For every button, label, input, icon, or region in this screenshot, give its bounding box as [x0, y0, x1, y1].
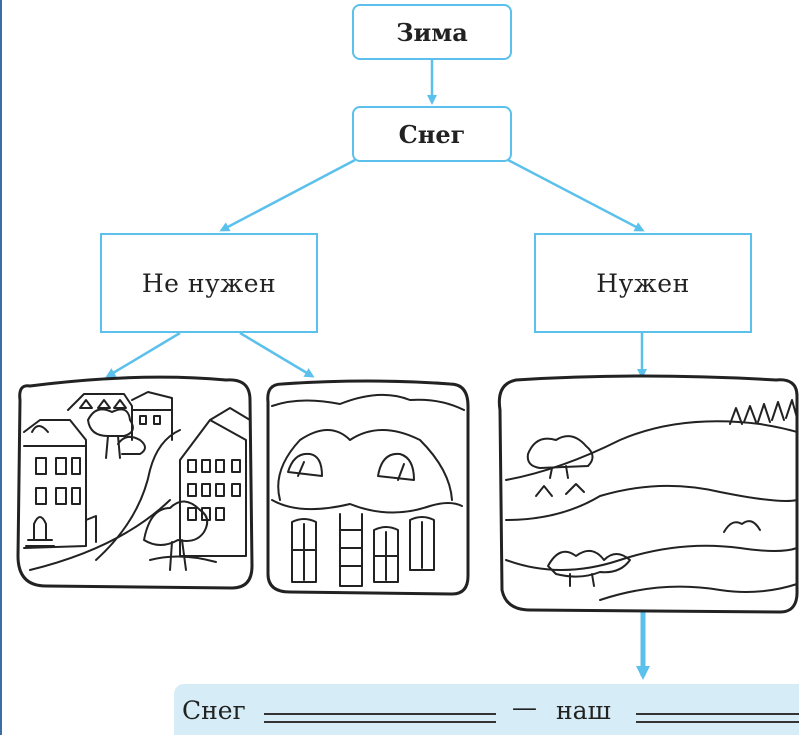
answer-blank-2[interactable] — [636, 713, 799, 723]
answer-blank-1[interactable] — [264, 713, 496, 723]
node-zima-label: Зима — [396, 17, 468, 47]
node-zima: Зима — [352, 4, 512, 60]
answer-dash: — — [512, 693, 537, 722]
node-nuzhen: Нужен — [534, 233, 752, 333]
node-ne-nuzhen-label: Не нужен — [141, 268, 277, 298]
node-ne-nuzhen: Не нужен — [100, 233, 318, 333]
answer-strip — [174, 684, 799, 735]
arrow-sneg-ne — [219, 158, 356, 232]
node-sneg: Снег — [352, 106, 512, 162]
node-nuzhen-label: Нужен — [596, 268, 690, 298]
arrow-ne-pic2 — [239, 331, 315, 378]
answer-middle-word: наш — [556, 696, 611, 725]
left-page-edge — [0, 0, 2, 735]
node-sneg-label: Снег — [398, 119, 466, 149]
arrow-sneg-nu — [507, 158, 645, 232]
arrow-ne-pic1 — [105, 331, 181, 378]
answer-start-word: Снег — [182, 696, 246, 725]
